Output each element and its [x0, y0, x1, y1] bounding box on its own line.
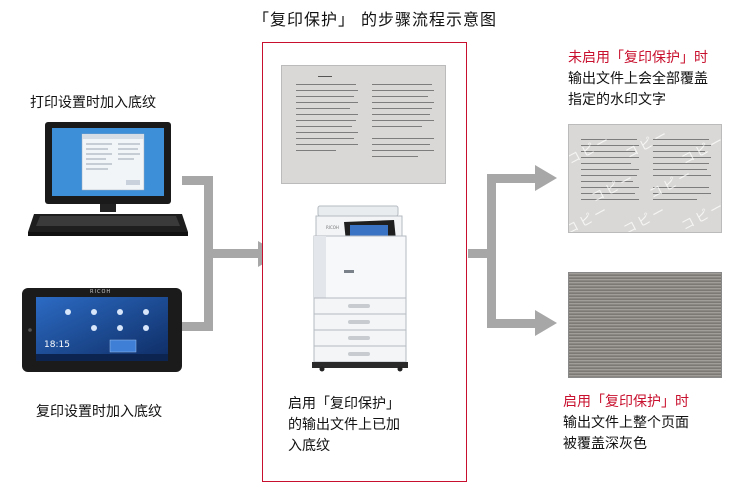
tablet-brand: RICOH: [90, 289, 112, 295]
center-caption-line: 入底纹: [288, 438, 330, 454]
with-protection-line: 被覆盖深灰色: [563, 436, 647, 452]
without-protection-line: 输出文件上会全部覆盖: [568, 71, 708, 87]
without-protection-heading: 未启用「复印保护」时: [568, 50, 708, 66]
center-caption: 启用「复印保护」 的输出文件上已加 入底纹: [288, 394, 448, 457]
computer-illustration: [28, 122, 188, 240]
diagram-title: 「复印保护」 的步骤流程示意图: [252, 10, 498, 29]
watermark-text: コピー: [589, 170, 639, 207]
tablet-icon: [22, 288, 182, 372]
dark-gray-document: [568, 272, 722, 378]
with-protection-line: 输出文件上整个页面: [563, 415, 689, 431]
connector-vertical-right: [487, 174, 496, 328]
center-caption-line: 的输出文件上已加: [288, 417, 400, 433]
watermark-text: コピー: [679, 198, 722, 233]
computer-icon: [28, 122, 188, 236]
arrow-head-bottom: [535, 310, 557, 336]
with-protection-heading: 启用「复印保护」时: [563, 394, 689, 410]
arrow-head-top: [535, 165, 557, 191]
without-protection-line: 指定的水印文字: [568, 92, 666, 108]
printer-illustration: RICOH: [308, 202, 416, 372]
connector-from-center: [468, 249, 496, 258]
printer-icon: [312, 205, 408, 372]
center-caption-line: 启用「复印保护」: [288, 396, 400, 412]
connector-to-bottom: [487, 319, 537, 328]
print-setting-label: 打印设置时加入底纹: [30, 95, 156, 111]
tablet-time: 18:15: [44, 340, 70, 350]
center-document-preview: [281, 65, 446, 184]
watermark-text: コピー: [568, 202, 613, 233]
connector-tablet: [182, 322, 212, 331]
printer-brand: RICOH: [326, 225, 339, 230]
watermarked-document: コピー コピー コピー コピー コピー コピー コピー コピー: [568, 124, 722, 233]
tablet-illustration: RICOH 18:15: [22, 288, 182, 372]
copy-setting-label: 复印设置时加入底纹: [36, 404, 162, 420]
watermark-text: コピー: [621, 202, 671, 233]
connector-computer: [182, 176, 212, 185]
connector-to-top: [487, 174, 537, 183]
connector-to-center: [204, 249, 260, 258]
